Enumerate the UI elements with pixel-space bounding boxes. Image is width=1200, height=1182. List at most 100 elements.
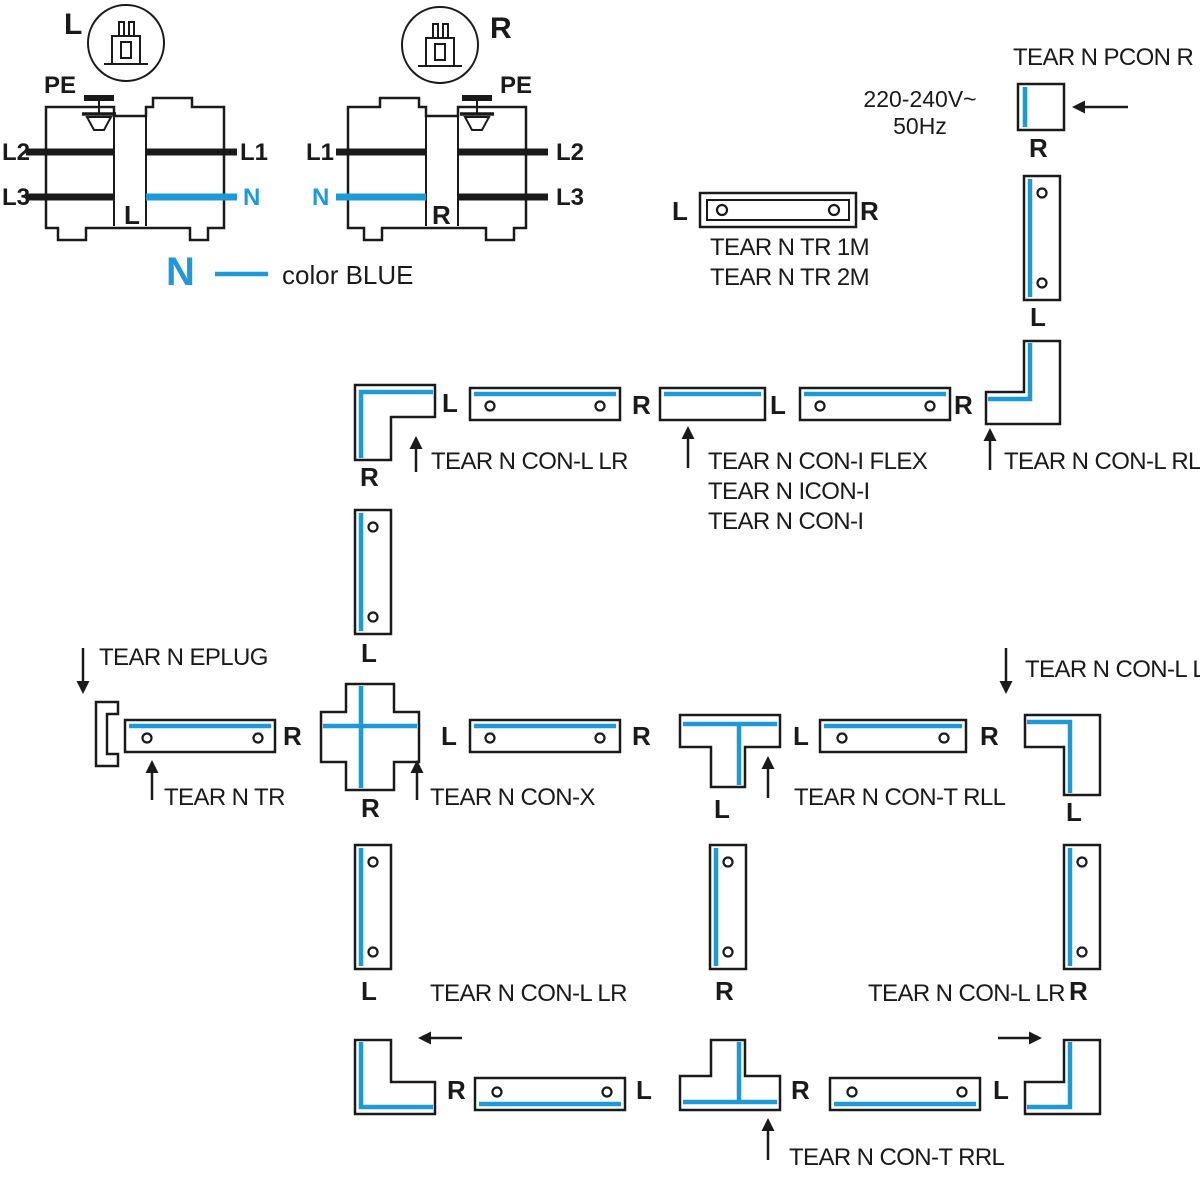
conx-port-l: L <box>441 721 457 751</box>
pinout-right-port: R <box>432 200 451 230</box>
pinout-left-l3: L3 <box>2 184 31 211</box>
track-5 <box>473 1076 627 1112</box>
track-1 <box>468 386 622 422</box>
cont-rll-port-bottom: L <box>714 794 730 824</box>
conl-lr-right-name: TEAR N CON-L LR <box>1025 656 1200 683</box>
arrow-up-cont-rll-icon <box>761 756 775 798</box>
pinout-diagram-left <box>26 95 237 242</box>
track2-port-r: R <box>954 390 973 420</box>
pe-ground-icon <box>460 95 494 131</box>
straight-connector-coni <box>658 386 767 422</box>
coni-name: TEAR N CON-I <box>708 508 864 535</box>
voltage-label: 220-240V~ <box>863 86 977 112</box>
track1-port-r: R <box>632 390 651 420</box>
vtrack-ne-port-l: L <box>1030 302 1046 332</box>
t-connector-rrl <box>678 1038 782 1112</box>
track-6 <box>828 1076 982 1112</box>
arrow-up-conl-rl-icon <box>983 428 997 470</box>
corner-connector-lr-bottom-right <box>1023 1038 1102 1116</box>
conl-right-port-l: L <box>1066 797 1082 827</box>
corner-connector-lr-top <box>353 383 437 462</box>
legend-n-symbol: N <box>166 250 195 294</box>
cont-rll-name: TEAR N CON-T RLL <box>794 784 1006 811</box>
cross-connector-conx <box>319 682 421 792</box>
track6-port-l: L <box>993 1075 1009 1105</box>
tr1m-name: TEAR N TR 1M <box>710 234 870 261</box>
pinout-right-n: N <box>312 184 330 211</box>
conl-lr-bl-name: TEAR N CON-L LR <box>430 980 627 1007</box>
arrow-up-conl-lr-top-icon <box>409 436 423 472</box>
pinout-right-l2: L2 <box>556 139 585 166</box>
track3-port-r: R <box>632 721 651 751</box>
pinout-right-l3: L3 <box>556 184 585 211</box>
arrow-down-eplug-icon <box>76 648 90 694</box>
conl-lr-br-name: TEAR N CON-L LR <box>868 980 1065 1007</box>
pinout-left-l2: L2 <box>2 139 31 166</box>
tr-port-r: R <box>283 721 302 751</box>
pinout-left-pe: PE <box>44 72 77 99</box>
arrow-left-pcon-icon <box>1072 100 1128 114</box>
track-4 <box>818 718 968 754</box>
cont-rll-port-right: L <box>793 721 809 751</box>
arrow-down-conl-lr-right-icon <box>999 648 1013 694</box>
arrow-up-coni-icon <box>681 426 695 468</box>
conx-name: TEAR N CON-X <box>430 784 595 811</box>
arrow-up-conx-icon <box>410 760 424 800</box>
corner-connector-lr-bottom-left <box>353 1038 437 1116</box>
cont-rrl-name: TEAR N CON-T RRL <box>789 1144 1005 1171</box>
track-vertical-bottom-mid <box>708 843 748 971</box>
t-connector-rll <box>678 713 782 789</box>
cont-rrl-port-r: R <box>791 1075 810 1105</box>
power-connector-pcon <box>1016 82 1066 132</box>
end-plug-eplug <box>94 700 120 768</box>
pinout-left-n: N <box>243 184 261 211</box>
track-vertical-ne <box>1022 174 1062 302</box>
tr-name: TEAR N TR <box>164 784 285 811</box>
pinout-right-l1: L1 <box>306 139 335 166</box>
tr1m-port-l: L <box>672 196 688 226</box>
conl-bl-port-r: R <box>447 1075 466 1105</box>
plug-right-label: R <box>490 12 512 45</box>
vtrack-bl-port: L <box>361 976 377 1006</box>
vtrack-mid-port-l: L <box>361 638 377 668</box>
eplug-name: TEAR N EPLUG <box>99 644 268 671</box>
legend-text: color BLUE <box>282 260 414 290</box>
vtrack-bm-port: R <box>715 976 734 1006</box>
conl-lr-top-name: TEAR N CON-L LR <box>431 448 628 475</box>
arrow-right-conl-br-icon <box>998 1031 1042 1045</box>
track-tr1m <box>698 191 858 229</box>
corner-connector-lr-right <box>1023 713 1102 797</box>
pinout-left-port: L <box>124 200 140 230</box>
track-vertical-bottom-left <box>353 843 393 971</box>
track-2 <box>798 386 952 422</box>
pe-ground-icon <box>82 95 116 131</box>
coni-port-l: L <box>770 390 786 420</box>
coni-flex-name: TEAR N CON-I FLEX <box>708 448 928 475</box>
tr1m-port-r: R <box>860 196 879 226</box>
tr2m-name: TEAR N TR 2M <box>710 264 870 291</box>
conl-rl-name: TEAR N CON-L RL <box>1004 448 1200 475</box>
pinout-right-pe: PE <box>500 72 533 99</box>
conl-top-port-l: L <box>442 388 458 418</box>
track-tr <box>123 718 277 754</box>
conx-port-r: R <box>361 793 380 823</box>
frequency-label: 50Hz <box>893 113 947 139</box>
arrow-up-tr-icon <box>145 760 159 800</box>
plug-left-label: L <box>64 8 83 41</box>
pinout-diagram-right <box>336 95 548 242</box>
corner-connector-rl <box>984 339 1062 426</box>
arrow-left-conl-bl-icon <box>418 1031 462 1045</box>
track-3 <box>468 718 622 754</box>
plug-symbol-right-icon <box>401 6 479 84</box>
pinout-left-l1: L1 <box>240 139 269 166</box>
iconi-name: TEAR N ICON-I <box>708 478 870 505</box>
track-vertical-mid <box>353 508 393 636</box>
pcon-port-r: R <box>1029 133 1048 163</box>
vtrack-br-port: R <box>1069 976 1088 1006</box>
track5-port-l: L <box>636 1075 652 1105</box>
arrow-up-cont-rrl-icon <box>761 1118 775 1160</box>
track4-port-r: R <box>980 721 999 751</box>
pcon-name: TEAR N PCON R <box>1013 44 1194 71</box>
